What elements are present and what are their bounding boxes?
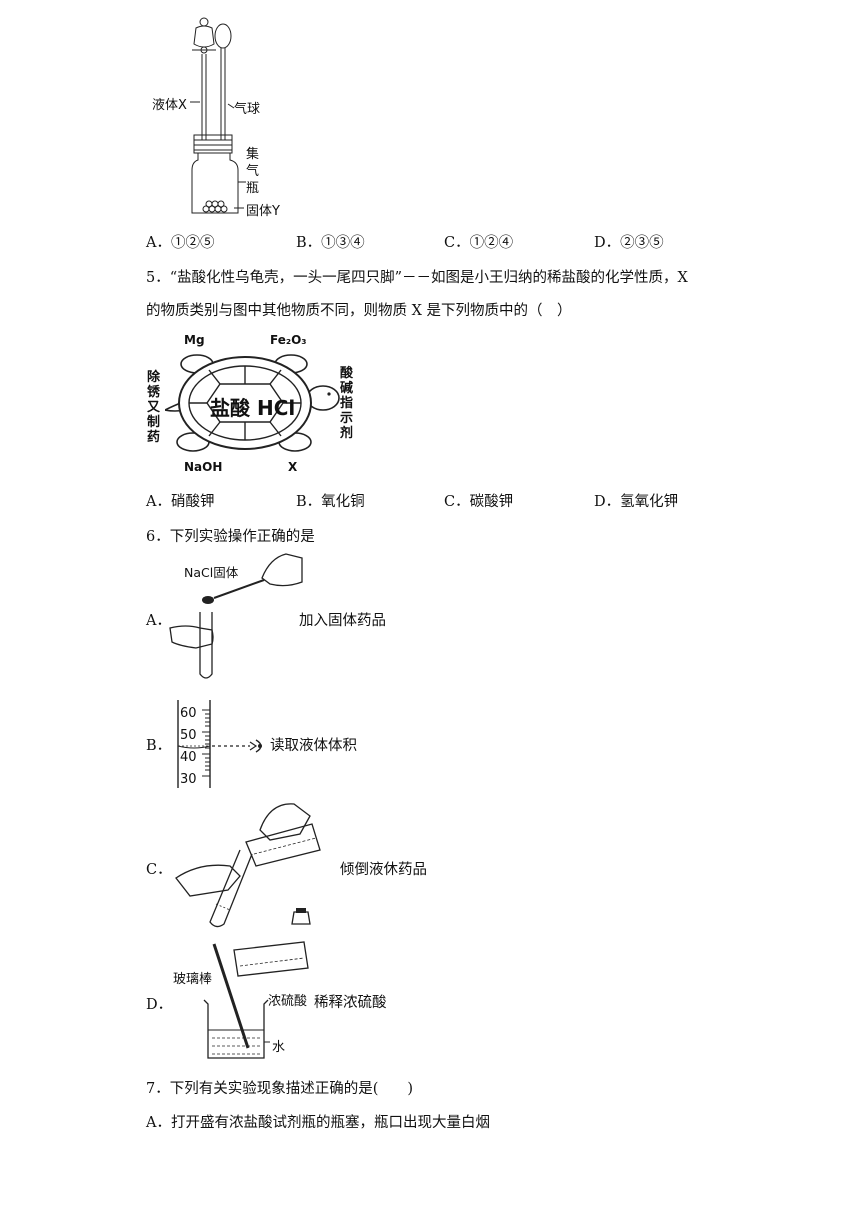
turtle-label-left: 除锈又制药 [147, 370, 161, 445]
turtle-label-mg: Mg [184, 333, 205, 347]
q6-option-b-letter[interactable]: B． [146, 738, 172, 754]
pour-liquid-figure [175, 803, 321, 928]
gas-apparatus-figure [190, 17, 246, 214]
q5-option-d[interactable]: D．氢氧化钾 [594, 494, 679, 510]
q5-option-c[interactable]: C．碳酸钾 [444, 494, 514, 510]
q5-option-b[interactable]: B．氧化铜 [296, 494, 365, 510]
label-balloon: 气球 [234, 102, 261, 117]
turtle-label-fe2o3: Fe₂O₃ [270, 333, 307, 347]
label-gas-bottle: 集 气 瓶 [246, 147, 260, 196]
label-water: 水 [272, 1040, 286, 1055]
label-nacl-solid: NaCl固体 [184, 565, 239, 580]
q5-option-a[interactable]: A．硝酸钾 [146, 494, 215, 510]
q6-option-a-caption: 加入固体药品 [299, 613, 386, 629]
label-liquid-x: 液体X [152, 98, 187, 113]
q6-option-c-caption: 倾倒液休药品 [340, 862, 427, 878]
q7-stem: 7．下列有关实验现象描述正确的是( ) [146, 1081, 414, 1097]
q6-option-b-caption: 读取液体体积 [270, 738, 357, 754]
label-solid-y: 固体Y [246, 204, 280, 219]
label-conc-sulfuric-acid: 浓硫酸 [268, 994, 308, 1009]
label-glass-rod: 玻璃棒 [173, 972, 213, 987]
turtle-label-x: X [288, 460, 298, 474]
q6-stem: 6．下列实验操作正确的是 [146, 529, 315, 545]
q6-option-c-letter[interactable]: C． [146, 862, 172, 878]
q4-option-c[interactable]: C．①②④ [444, 235, 514, 251]
add-solid-figure [169, 553, 303, 679]
graduated-cylinder-figure [177, 700, 262, 788]
q6-option-d-caption: 稀释浓硫酸 [314, 995, 387, 1011]
turtle-label-naoh: NaOH [184, 460, 223, 474]
q4-option-b[interactable]: B．①③④ [296, 235, 365, 251]
turtle-label-right: 酸碱指示剂 [340, 366, 354, 441]
q7-option-a[interactable]: A．打开盛有浓盐酸试剂瓶的瓶塞，瓶口出现大量白烟 [146, 1115, 490, 1131]
turtle-diagram [165, 354, 340, 452]
q5-stem-line1: 5．“盐酸化性乌龟壳，一头一尾四只脚”－－如图是小王归纳的稀盐酸的化学性质，X [146, 270, 688, 286]
q6-option-a-letter[interactable]: A． [146, 613, 171, 629]
dilute-acid-figure [203, 941, 309, 1059]
q4-option-d[interactable]: D．②③⑤ [594, 235, 664, 251]
q5-stem-line2: 的物质类别与图中其他物质不同，则物质 X 是下列物质中的（ ） [146, 303, 572, 319]
q4-option-a[interactable]: A．①②⑤ [146, 235, 215, 251]
turtle-center-label: 盐酸 HCl [210, 396, 296, 420]
q6-option-d-letter[interactable]: D． [146, 997, 173, 1013]
